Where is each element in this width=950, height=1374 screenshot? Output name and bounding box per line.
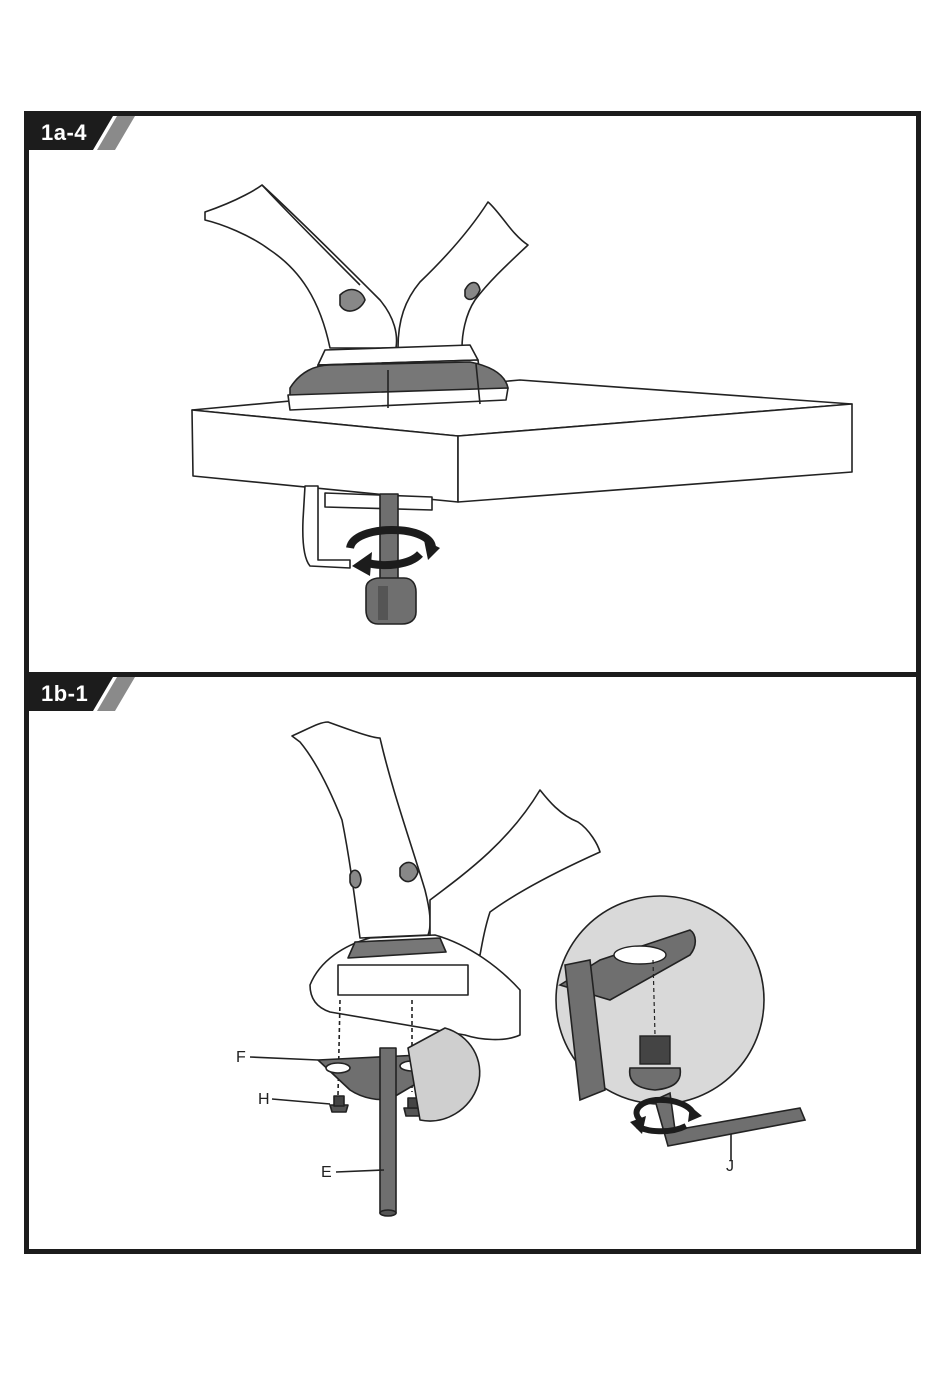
zoom-detail <box>556 896 805 1146</box>
callout-h: H <box>258 1091 270 1109</box>
callout-e: E <box>321 1164 332 1182</box>
callout-j: J <box>726 1158 734 1176</box>
callout-f: F <box>236 1049 246 1067</box>
